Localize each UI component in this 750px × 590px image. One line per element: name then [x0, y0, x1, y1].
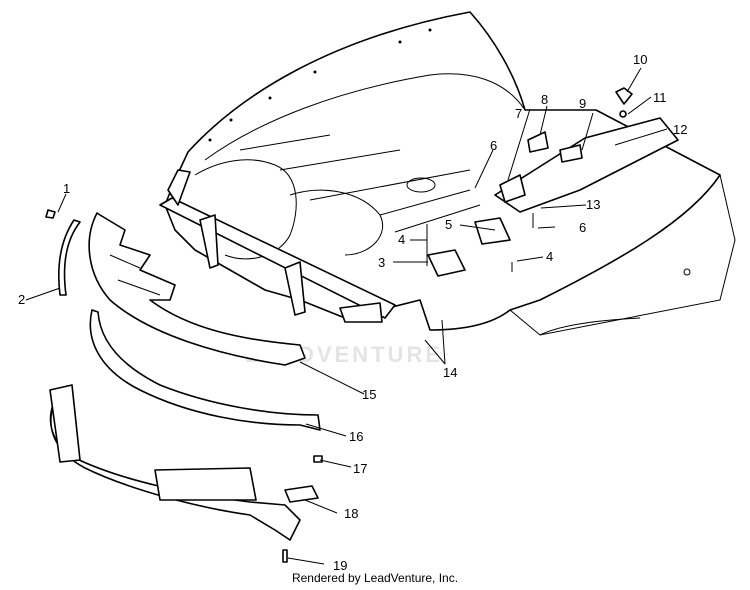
callout-8: 8: [541, 92, 548, 107]
part-11-washer: [619, 110, 627, 118]
part-12-side-panel: [494, 117, 679, 213]
callout-4b: 4: [546, 249, 553, 264]
callout-13: 13: [586, 197, 600, 212]
part-1-rivet: [45, 209, 56, 219]
callout-3: 3: [378, 255, 385, 270]
callout-4a: 4: [398, 232, 405, 247]
callout-17: 17: [353, 461, 367, 476]
callout-2: 2: [18, 292, 25, 307]
part-17-screw: [313, 455, 323, 463]
part-3-bracket: [427, 249, 466, 277]
callout-9: 9: [579, 96, 586, 111]
callout-7: 7: [515, 106, 522, 121]
hood-body: [164, 11, 736, 336]
callout-12: 12: [673, 122, 687, 137]
callout-16: 16: [349, 429, 363, 444]
callout-6b: 6: [579, 220, 586, 235]
callout-6a: 6: [490, 138, 497, 153]
callout-11: 11: [653, 90, 667, 105]
part-5-bracket: [474, 217, 511, 245]
callout-15: 15: [362, 387, 376, 402]
callout-18: 18: [344, 506, 358, 521]
part-10-screw: [615, 87, 633, 105]
callout-1: 1: [63, 181, 70, 196]
callout-19: 19: [333, 558, 347, 573]
part-2-trim-strip: [57, 219, 81, 296]
leader-lines: [25, 67, 668, 565]
callout-labels: 1 2 3 4 4 5 6 6 7 8 9 10 11 12 13 14 15 …: [18, 52, 687, 573]
footer-credit: Rendered by LeadVenture, Inc.: [291, 571, 459, 585]
part-16-bumper-strip: [89, 309, 321, 431]
part-15-bumper-cap: [88, 212, 306, 366]
part-19-screw: [282, 549, 288, 563]
callout-14: 14: [443, 365, 457, 380]
callout-10: 10: [633, 52, 647, 67]
callout-5: 5: [445, 217, 452, 232]
front-bumper-rail: [159, 169, 396, 323]
